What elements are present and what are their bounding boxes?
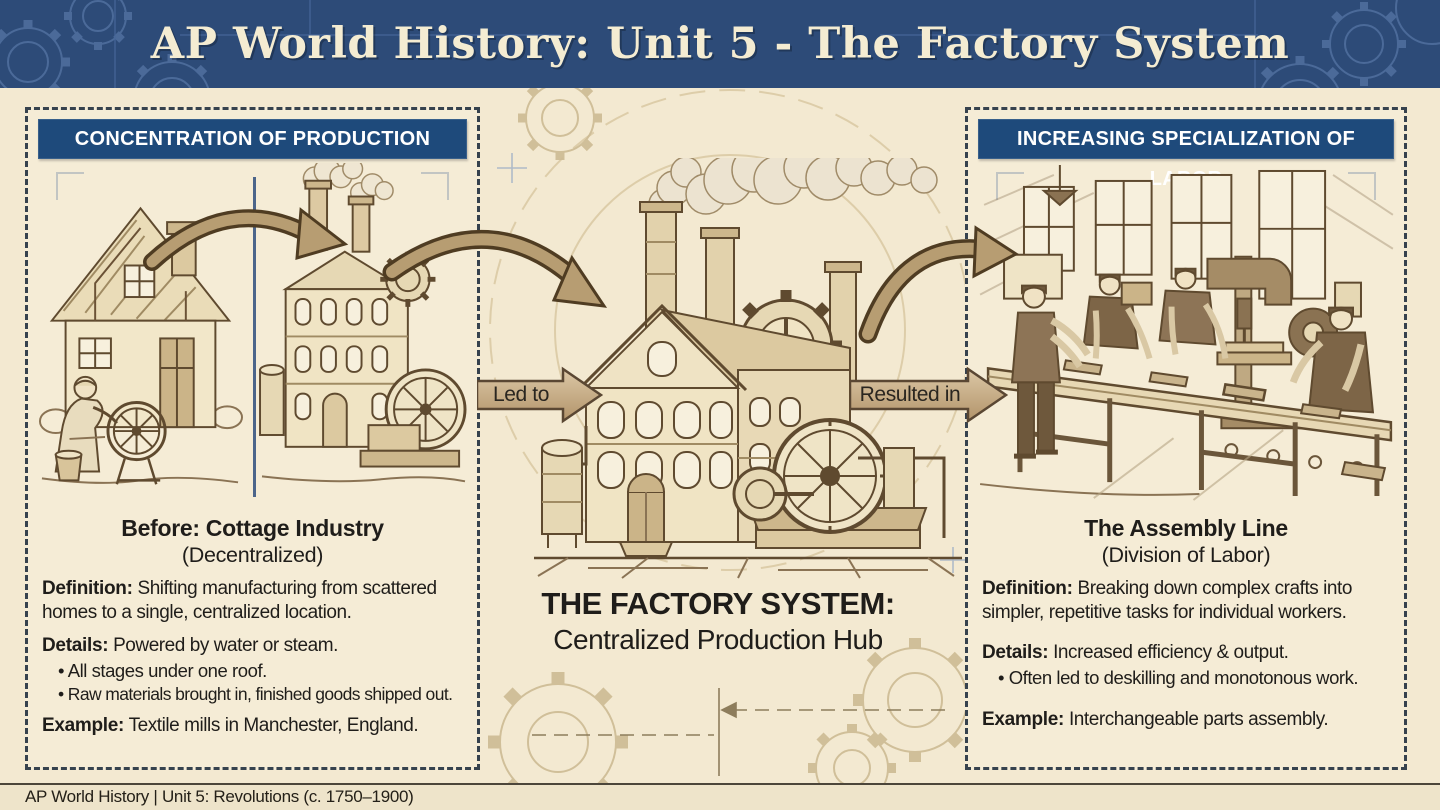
details-label: Details:: [982, 642, 1049, 664]
left-panel-illustrations: [28, 159, 477, 511]
title-banner: AP World History: Unit 5 - The Factory S…: [0, 0, 1440, 88]
left-detail-bullet: • Raw materials brought in, finished goo…: [58, 683, 453, 704]
definition-label: Definition:: [982, 578, 1073, 599]
right-detail-bullet: • Often led to deskilling and monotonous…: [998, 667, 1359, 689]
example-label: Example:: [42, 715, 125, 737]
right-section-title: The Assembly Line: [1084, 515, 1288, 541]
led-to-arrow: Led to: [477, 366, 603, 424]
right-panel-illustration: [968, 159, 1404, 511]
page-title: AP World History: Unit 5 - The Factory S…: [150, 19, 1290, 69]
resulted-in-arrow: Resulted in: [850, 366, 1008, 424]
resulted-in-label: Resulted in: [859, 383, 961, 406]
banner-blueprint-gears-decor: [0, 0, 1440, 88]
definition-label: Definition:: [42, 578, 133, 599]
right-panel-header: INCREASING SPECIALIZATION OF LABOR: [978, 119, 1394, 190]
cottage-industry-illustration: [38, 206, 243, 485]
panel-specialization-of-labor: INCREASING SPECIALIZATION OF LABOR: [965, 107, 1407, 770]
definition-text: Breaking down complex crafts into simple…: [982, 578, 1352, 624]
right-definition: Definition: Breaking down complex crafts…: [982, 577, 1390, 625]
footer-text: AP World History | Unit 5: Revolutions (…: [25, 787, 414, 806]
details-label: Details:: [42, 635, 109, 657]
example-text: Textile mills in Manchester, England.: [128, 715, 419, 737]
panel-concentration-of-production: CONCENTRATION OF PRODUCTION: [25, 107, 480, 770]
left-panel-header: CONCENTRATION OF PRODUCTION: [38, 119, 467, 159]
right-details: Details: Increased efficiency & output.: [982, 641, 1390, 665]
details-text: Increased efficiency & output.: [1053, 642, 1289, 664]
blueprint-corner-mark: [996, 172, 1024, 200]
right-section-subtitle: (Division of Labor): [1101, 543, 1271, 567]
definition-text: Shifting manufacturing from scattered ho…: [42, 578, 437, 624]
led-to-label: Led to: [493, 383, 549, 406]
details-text: Powered by water or steam.: [113, 635, 338, 657]
early-factory-illustration: [259, 163, 467, 483]
center-subtitle: Centralized Production Hub: [553, 624, 883, 655]
right-example: Example: Interchangeable parts assembly.: [982, 708, 1390, 732]
assembly-line-illustration: [979, 165, 1394, 501]
blueprint-corner-mark: [421, 172, 449, 200]
left-example: Example: Textile mills in Manchester, En…: [42, 714, 463, 738]
example-label: Example:: [982, 708, 1065, 730]
blueprint-corner-mark: [1348, 172, 1376, 200]
center-caption: THE FACTORY SYSTEM: Centralized Producti…: [498, 586, 938, 656]
center-title: THE FACTORY SYSTEM:: [541, 586, 895, 621]
example-text: Interchangeable parts assembly.: [1068, 708, 1329, 730]
left-detail-bullet: • All stages under one roof.: [58, 660, 267, 682]
left-section-title: Before: Cottage Industry: [121, 515, 384, 541]
cottage-factory-divider-line: [252, 177, 256, 497]
footer-bar: AP World History | Unit 5: Revolutions (…: [0, 783, 1440, 810]
blueprint-corner-mark: [56, 172, 84, 200]
left-details: Details: Powered by water or steam.: [42, 634, 463, 658]
left-definition: Definition: Shifting manufacturing from …: [42, 577, 463, 625]
left-section-subtitle: (Decentralized): [181, 543, 324, 567]
